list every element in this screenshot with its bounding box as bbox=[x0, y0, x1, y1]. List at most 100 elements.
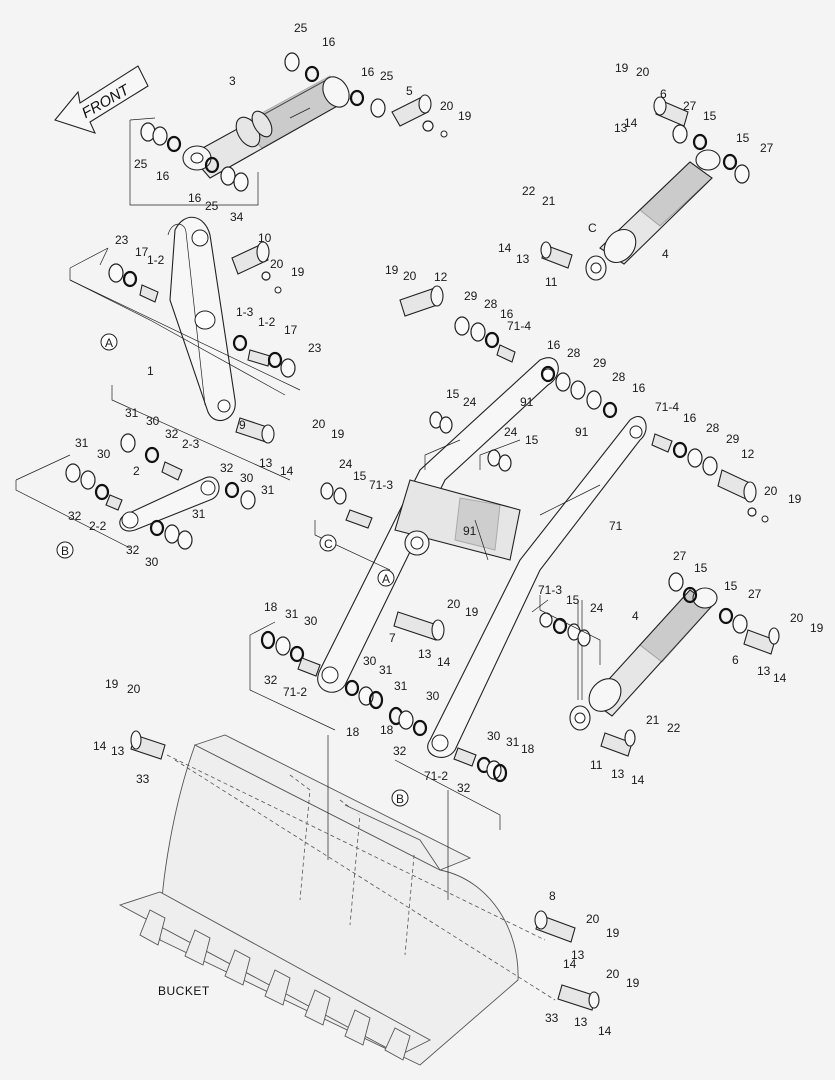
lower-arm-hardware bbox=[260, 611, 591, 783]
part-callout: 91 bbox=[520, 395, 534, 409]
ref-circles: A A B B C bbox=[56, 333, 409, 807]
part-callout: 1-2 bbox=[258, 315, 276, 329]
part-callout: 20 bbox=[447, 597, 461, 611]
part-callout: 1 bbox=[147, 364, 154, 378]
part-callout: 27 bbox=[748, 587, 762, 601]
part-callout: 32 bbox=[220, 461, 234, 475]
bell-crank-cylinder bbox=[182, 75, 351, 179]
part-callout: 32 bbox=[393, 744, 407, 758]
part-callout: 27 bbox=[760, 141, 774, 155]
ref-b-label: B bbox=[61, 544, 69, 558]
part-callout: 31 bbox=[285, 607, 299, 621]
part-callout: 20 bbox=[403, 269, 417, 283]
part-callout: 16 bbox=[547, 338, 561, 352]
part-callout: 13 bbox=[757, 664, 771, 678]
ref-a-label: A bbox=[105, 336, 113, 350]
part-callout: 16 bbox=[188, 191, 202, 205]
part-callout: 14 bbox=[437, 655, 451, 669]
part-callout: 8 bbox=[549, 889, 556, 903]
part-callout: 10 bbox=[258, 231, 272, 245]
part-callout: 5 bbox=[406, 84, 413, 98]
part-callout: 15 bbox=[694, 561, 708, 575]
part-callout: 71-2 bbox=[283, 685, 307, 699]
part-callout: 29 bbox=[726, 432, 740, 446]
part-callout: 14 bbox=[624, 116, 638, 130]
part-callout: 71 bbox=[609, 519, 623, 533]
part-callout: 13 bbox=[574, 1015, 588, 1029]
part-callout: 6 bbox=[732, 653, 739, 667]
part-callout: 32 bbox=[126, 543, 140, 557]
ref-a2-label: A bbox=[382, 572, 390, 586]
part-callout: 24 bbox=[504, 425, 518, 439]
part-callout: 16 bbox=[632, 381, 646, 395]
part-callout: 29 bbox=[464, 289, 478, 303]
part-callout: 13 bbox=[111, 744, 125, 758]
part-callout: 30 bbox=[146, 414, 160, 428]
bucket-assembly bbox=[118, 734, 556, 1066]
part-callout: 71-4 bbox=[655, 400, 679, 414]
part-callout: 71-3 bbox=[369, 478, 393, 492]
part-callout: 30 bbox=[487, 729, 501, 743]
part-callout: 28 bbox=[484, 297, 498, 311]
part-callout: 30 bbox=[240, 471, 254, 485]
part-callout: 21 bbox=[542, 194, 556, 208]
part-callout: 15 bbox=[525, 433, 539, 447]
part-callout: 22 bbox=[667, 721, 681, 735]
part-callout: 30 bbox=[304, 614, 318, 628]
part-callout: 18 bbox=[346, 725, 360, 739]
part-callout: 25 bbox=[294, 21, 308, 35]
part-callout: 20 bbox=[636, 65, 650, 79]
part-callout: 16 bbox=[361, 65, 375, 79]
part-callout: 29 bbox=[593, 356, 607, 370]
part-callout: 16 bbox=[322, 35, 336, 49]
link-2 bbox=[65, 433, 256, 550]
part-callout: 9 bbox=[239, 418, 246, 432]
part-callout: 15 bbox=[446, 387, 460, 401]
part-callout: 34 bbox=[230, 210, 244, 224]
part-callout: 11 bbox=[590, 758, 603, 772]
part-callout: 13 bbox=[418, 647, 432, 661]
part-callout: 14 bbox=[280, 464, 294, 478]
part-callout: 32 bbox=[264, 673, 278, 687]
part-callout: 14 bbox=[631, 773, 645, 787]
part-callout: 11 bbox=[545, 275, 558, 289]
part-callout: 14 bbox=[598, 1024, 612, 1038]
part-callout: 28 bbox=[612, 370, 626, 384]
part-callout: 20 bbox=[270, 257, 284, 271]
part-callout: 19 bbox=[291, 265, 305, 279]
part-callout: 12 bbox=[741, 447, 755, 461]
part-callout: 20 bbox=[312, 417, 326, 431]
part-callout: 14 bbox=[773, 671, 787, 685]
part-callout: 17 bbox=[135, 245, 149, 259]
part-callout: 13 bbox=[516, 252, 530, 266]
part-callout: 30 bbox=[145, 555, 159, 569]
part-callout: 19 bbox=[615, 61, 629, 75]
part-callout: 4 bbox=[662, 247, 669, 261]
top-washers bbox=[140, 52, 448, 192]
part-callout: 1-3 bbox=[236, 305, 254, 319]
part-callout: 2-3 bbox=[182, 437, 200, 451]
part-callout: 14 bbox=[498, 241, 512, 255]
part-callout: 24 bbox=[590, 601, 604, 615]
part-callout: 32 bbox=[68, 509, 82, 523]
part-callout: 18 bbox=[380, 723, 394, 737]
part-callout: 19 bbox=[626, 976, 640, 990]
part-callout: 15 bbox=[353, 469, 367, 483]
part-callout: 1-2 bbox=[147, 253, 165, 267]
bucket-label: BUCKET bbox=[158, 984, 210, 998]
part-callout: 22 bbox=[522, 184, 536, 198]
part-callout: 19 bbox=[105, 677, 119, 691]
part-callout: 19 bbox=[606, 926, 620, 940]
part-callout: 15 bbox=[724, 579, 738, 593]
part-callout: 27 bbox=[673, 549, 687, 563]
part-callout: 6 bbox=[660, 87, 667, 101]
part-callout: 31 bbox=[75, 436, 89, 450]
part-callout: 18 bbox=[521, 742, 535, 756]
bell-crank bbox=[167, 216, 236, 422]
part-callout: 7 bbox=[389, 631, 396, 645]
part-callout: 33 bbox=[136, 772, 150, 786]
part-callout: 30 bbox=[426, 689, 440, 703]
part-callout: 18 bbox=[264, 600, 278, 614]
part-callout: 32 bbox=[165, 427, 179, 441]
part-callout: 91 bbox=[463, 524, 477, 538]
